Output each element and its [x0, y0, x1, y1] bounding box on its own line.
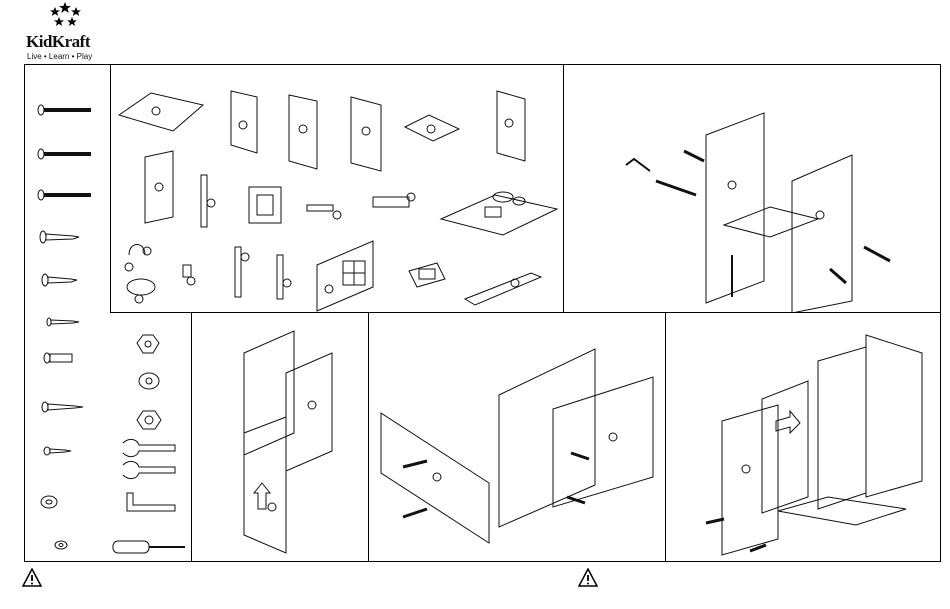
cap-nut-icon [137, 335, 159, 353]
step-2-panel [191, 312, 369, 562]
cabinet-side [866, 335, 922, 497]
screwdriver-icon [113, 541, 185, 553]
part-handle-rod [201, 175, 215, 227]
part-fasteners [127, 279, 155, 303]
warning-triangle-icon [22, 568, 42, 588]
part-top-rail [465, 273, 541, 305]
part-side-panel [231, 91, 257, 153]
long-bolt-icon [38, 149, 91, 159]
allen-key-icon [127, 493, 175, 511]
brand-tagline: Live • Learn • Play [27, 52, 92, 61]
kidkraft-logo: KidKraft Live • Learn • Play [26, 2, 116, 62]
step-3-panel [368, 312, 666, 562]
long-bolt-icon [38, 105, 91, 115]
side-panel [722, 405, 778, 555]
stars-logo-icon [48, 2, 84, 32]
side-panel-right [792, 155, 852, 313]
part-knob [183, 265, 195, 285]
warning-triangle-icon [578, 568, 598, 588]
washer-icon [41, 496, 57, 508]
small-screw-icon [44, 447, 71, 455]
part-faucet [125, 245, 151, 272]
part-window-panel [317, 241, 373, 311]
bottom-shelf [724, 207, 818, 237]
side-panel [706, 113, 764, 303]
part-side-panel [289, 95, 317, 169]
machine-screw-icon [44, 353, 72, 363]
part-countertop [441, 192, 557, 235]
part-back-panel [497, 91, 525, 161]
brand-name: KidKraft [26, 32, 90, 52]
small-washer-icon [55, 541, 67, 549]
screw-icon [42, 274, 77, 286]
step-4-panel [665, 312, 941, 562]
part-trim-strip [235, 247, 249, 297]
part-sink-basin [409, 263, 445, 287]
part-trim-strip [277, 255, 291, 299]
part-door [145, 151, 173, 223]
barrel-nut-icon [139, 373, 159, 389]
wrench-icon [123, 439, 175, 478]
long-bolt-icon [38, 190, 91, 200]
screw-icon [40, 231, 79, 243]
small-screw-icon [47, 318, 79, 326]
part-side-panel [351, 97, 381, 171]
arrow-right-icon [776, 411, 800, 433]
part-square-board [405, 115, 459, 141]
side-panel [553, 377, 653, 507]
step-1-panel [563, 64, 941, 313]
allen-key-icon [626, 159, 650, 171]
screw-icon [42, 402, 83, 412]
hex-nut-icon [137, 411, 161, 429]
arrow-up-icon [254, 483, 270, 509]
part-shelf-board [119, 93, 203, 131]
parts-panel [110, 64, 564, 313]
back-panel [381, 413, 489, 543]
part-oven-window [249, 187, 281, 223]
part-knob-strip [373, 193, 415, 207]
part-small-handle [307, 205, 341, 219]
